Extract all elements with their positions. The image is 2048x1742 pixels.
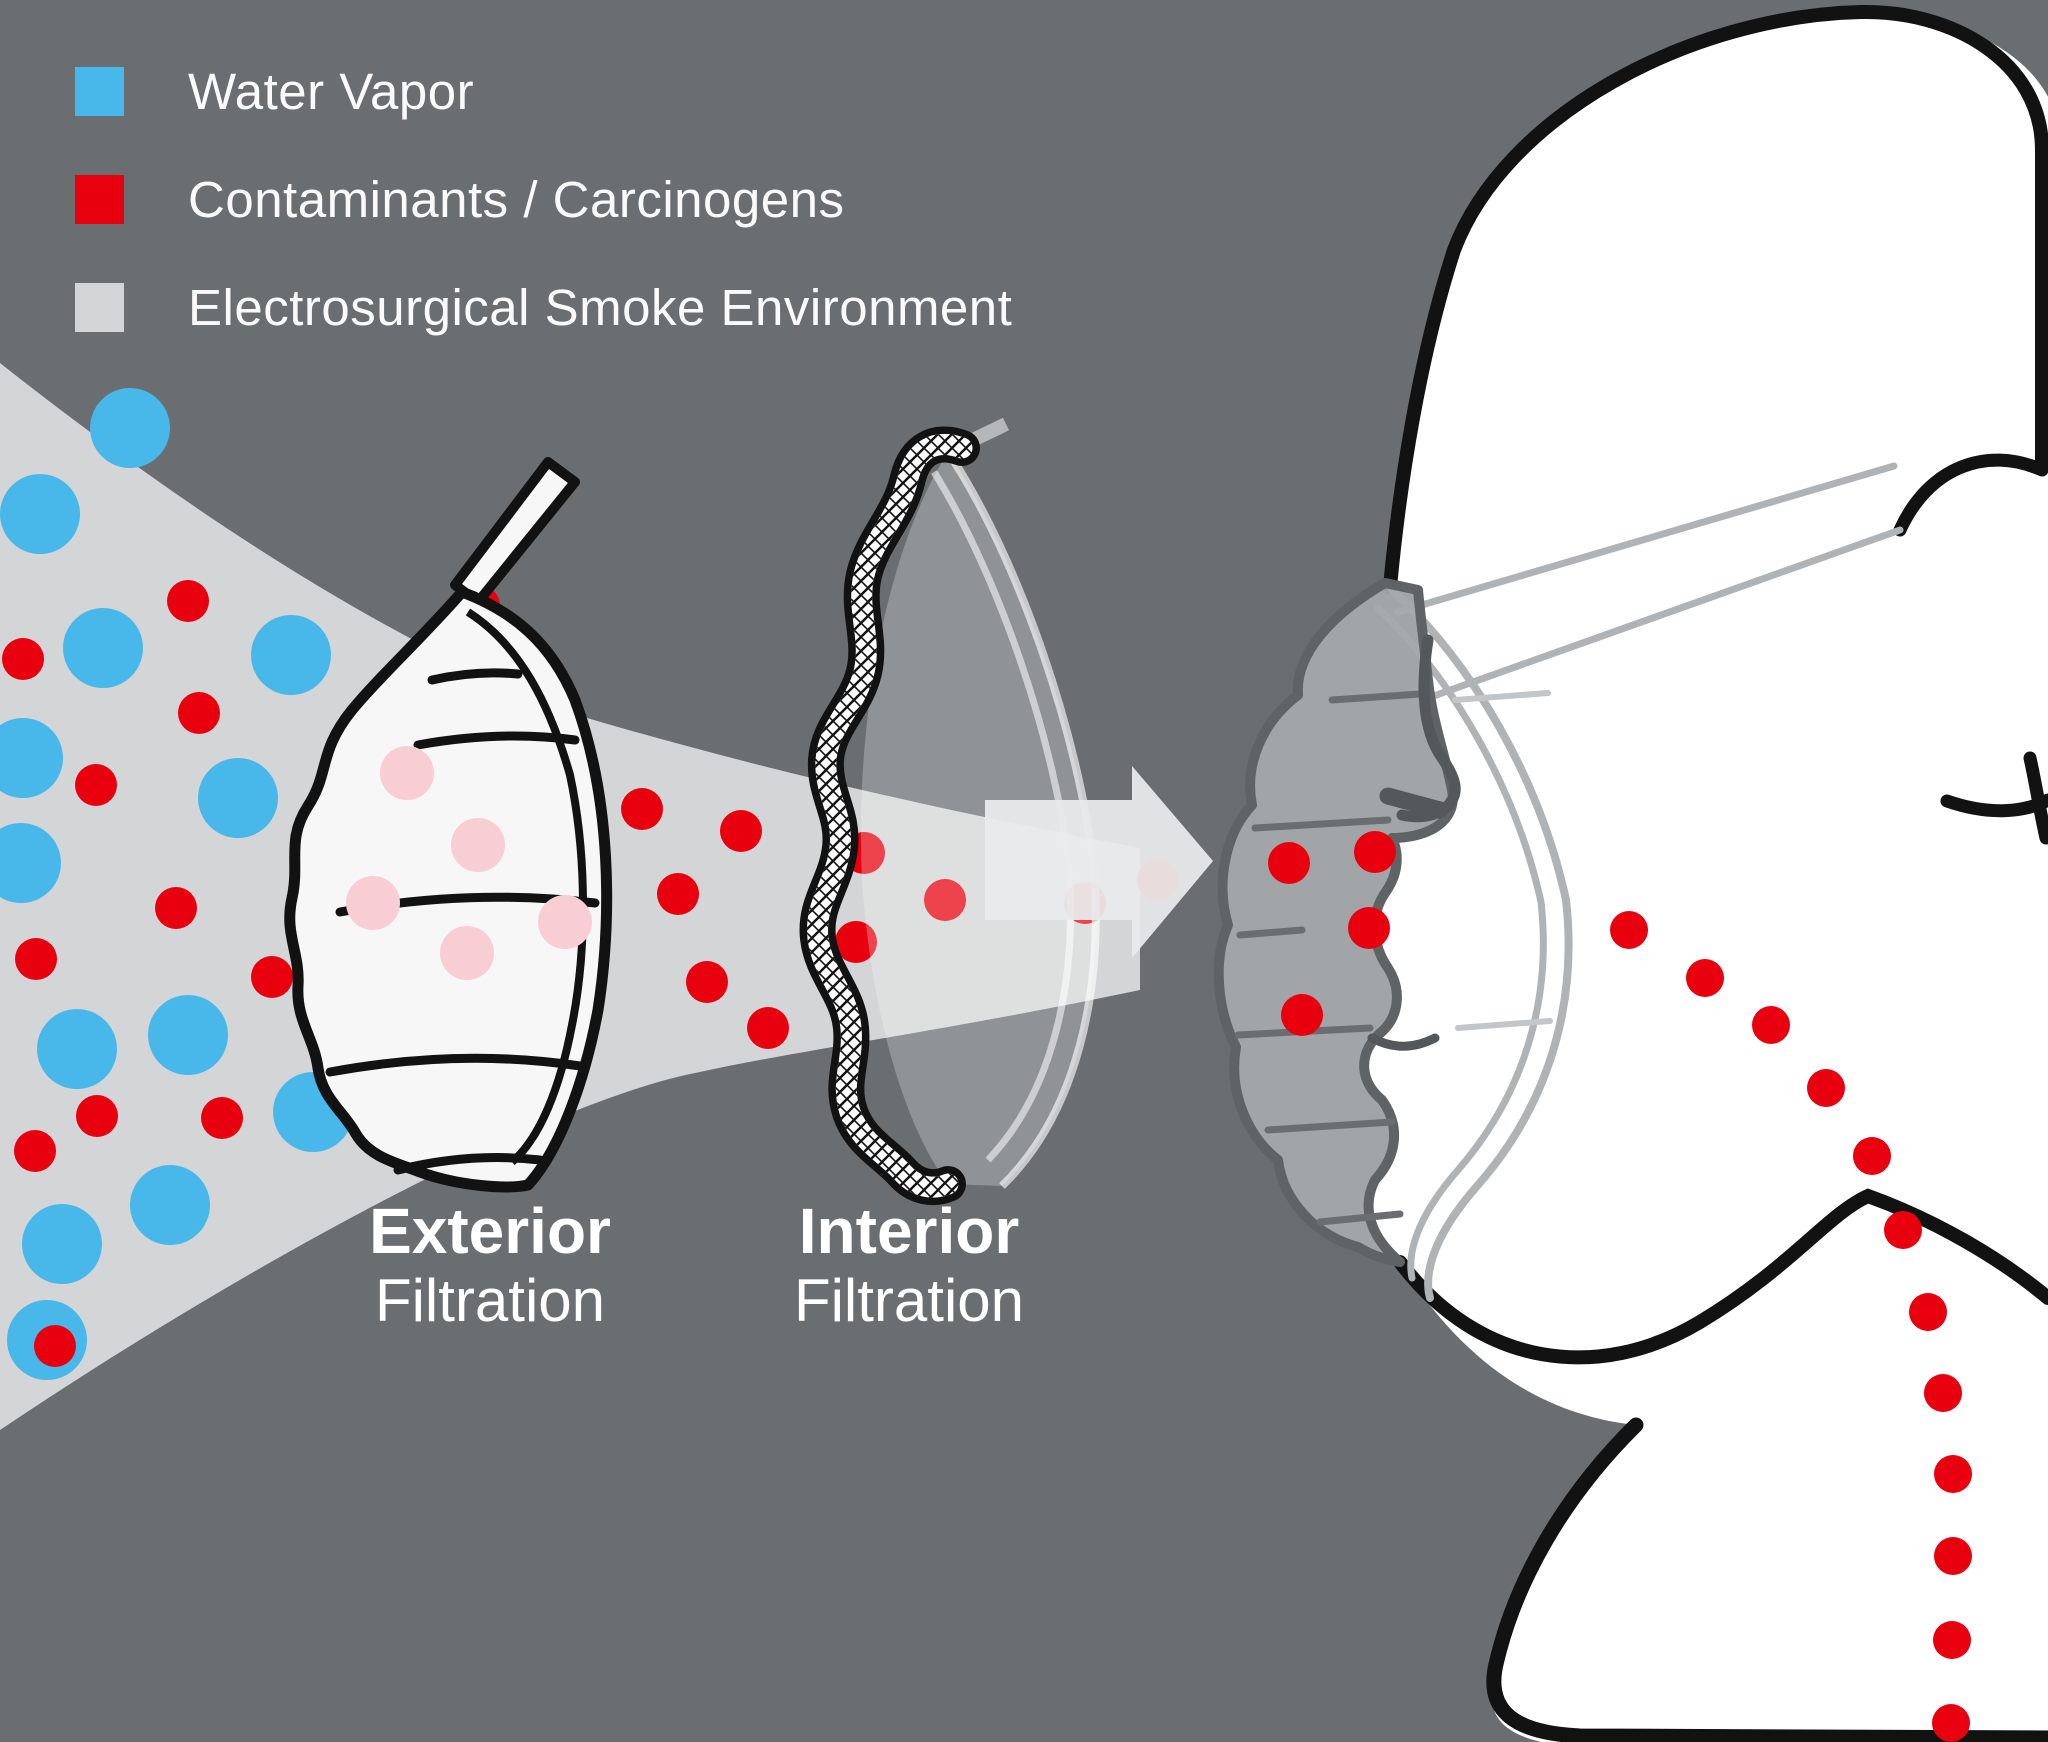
particle-dot: [621, 788, 663, 830]
legend-label: Electrosurgical Smoke Environment: [188, 278, 1013, 336]
particle-dot: [148, 995, 228, 1075]
particle-dot: [1268, 842, 1310, 884]
exterior-filtration-label: Exterior Filtration: [230, 1196, 750, 1336]
particle-dot: [251, 956, 293, 998]
particle-dot: [34, 1325, 76, 1367]
particle-dot: [1924, 1374, 1962, 1412]
particle-dot: [538, 895, 592, 949]
particle-dot: [167, 580, 209, 622]
particle-dot: [1934, 1455, 1972, 1493]
worn-mask: [1374, 462, 1904, 1302]
face-smoke-overlay: [1213, 578, 1461, 1267]
face-overlay-body: [1213, 578, 1458, 1267]
ear-icon: [1893, 453, 2048, 537]
mouth-line: [1367, 1033, 1440, 1051]
particle-dot: [720, 810, 762, 852]
head-outline: [1383, 4, 2048, 594]
particle-dot: [201, 1097, 243, 1139]
interior-filtration-subtitle: Filtration: [793, 1267, 1025, 1334]
legend-item-smoke-environment: Electrosurgical Smoke Environment: [75, 279, 1012, 336]
interior-filtration-label: Interior Filtration: [649, 1196, 1169, 1336]
particle-dot: [0, 823, 61, 903]
particle-dot: [1933, 1621, 1971, 1659]
particle-dot: [1909, 1293, 1947, 1331]
interior-mask-silhouette: [860, 452, 1096, 1186]
contaminant-dots-face: [1268, 831, 1396, 1036]
particle-dot: [76, 1095, 118, 1137]
neck-chest-outline: [1486, 1417, 2048, 1742]
filtered-particle-dots: [346, 746, 592, 980]
particle-dot: [37, 1009, 117, 1089]
nostril-icon: [1379, 787, 1449, 819]
particle-dot: [75, 764, 117, 806]
particle-dot: [747, 1007, 789, 1049]
legend: Water Vapor Contaminants / Carcinogens E…: [75, 63, 1012, 390]
particle-dot: [178, 692, 220, 734]
interior-filter-band-mesh: [807, 434, 973, 1198]
particle-dot: [251, 615, 331, 695]
ear-lobe: [1940, 751, 2048, 845]
particle-dot: [451, 818, 505, 872]
worn-mask-hem-inner: [1374, 604, 1547, 1282]
particle-dot: [924, 879, 966, 921]
particle-dot: [1853, 1137, 1891, 1175]
exterior-filtration-title: Exterior: [369, 1195, 611, 1267]
particle-dot: [835, 921, 877, 963]
particle-dot: [657, 873, 699, 915]
particle-dot: [198, 758, 278, 838]
exterior-filter-body: [284, 586, 613, 1193]
legend-item-contaminants: Contaminants / Carcinogens: [75, 171, 1012, 228]
water-vapor-swatch-icon: [75, 66, 124, 116]
face-features: [1367, 634, 1461, 1051]
smoke-environment-swatch-icon: [75, 282, 124, 332]
legend-item-water-vapor: Water Vapor: [75, 63, 1012, 120]
head-fill: [1364, 11, 2048, 1742]
particle-dot: [22, 1204, 102, 1284]
legend-label: Water Vapor: [188, 62, 475, 120]
particle-dot: [1932, 1704, 1970, 1742]
contaminants-swatch-icon: [75, 174, 124, 224]
mask-strap-upper: [1394, 462, 1898, 616]
particle-dot: [90, 388, 170, 468]
jaw-line: [1393, 1188, 2048, 1365]
mask-strap-lower: [1424, 526, 1904, 702]
exterior-filter-tip: [450, 457, 580, 607]
particle-dot: [0, 474, 80, 554]
particle-dot: [1752, 1006, 1790, 1044]
particle-dot: [1348, 907, 1390, 949]
particle-dot: [15, 938, 57, 980]
particle-dot: [63, 608, 143, 688]
exterior-filtration-subtitle: Filtration: [374, 1267, 606, 1334]
interior-filtration-title: Interior: [798, 1195, 1020, 1267]
particle-dot: [1610, 911, 1648, 949]
particle-dot: [1686, 959, 1724, 997]
exterior-filter: [284, 457, 613, 1193]
particle-dot: [380, 746, 434, 800]
particle-dot: [1884, 1211, 1922, 1249]
flow-arrow: [985, 766, 1213, 958]
legend-label: Contaminants / Carcinogens: [188, 170, 845, 228]
particle-dot: [440, 926, 494, 980]
exterior-filter-hem: [465, 608, 587, 1166]
contaminant-trail-dots: [1610, 911, 1972, 1742]
particle-dot: [0, 718, 63, 798]
interior-filter: [799, 417, 1100, 1206]
particle-dot: [155, 887, 197, 929]
contaminant-dots-cone: [2, 580, 559, 1367]
particle-dot: [14, 1130, 56, 1172]
particle-dot: [130, 1165, 210, 1245]
particle-dot: [1354, 831, 1396, 873]
particle-dot: [1281, 994, 1323, 1036]
particle-dot: [2, 638, 44, 680]
particle-dot: [1934, 1537, 1972, 1575]
particle-dot: [1807, 1069, 1845, 1107]
water-vapor-dots: [0, 388, 353, 1380]
worn-mask-pleats: [1452, 690, 1553, 1031]
particle-dot: [686, 961, 728, 1003]
head-profile: [1364, 4, 2048, 1742]
particle-dot: [346, 876, 400, 930]
